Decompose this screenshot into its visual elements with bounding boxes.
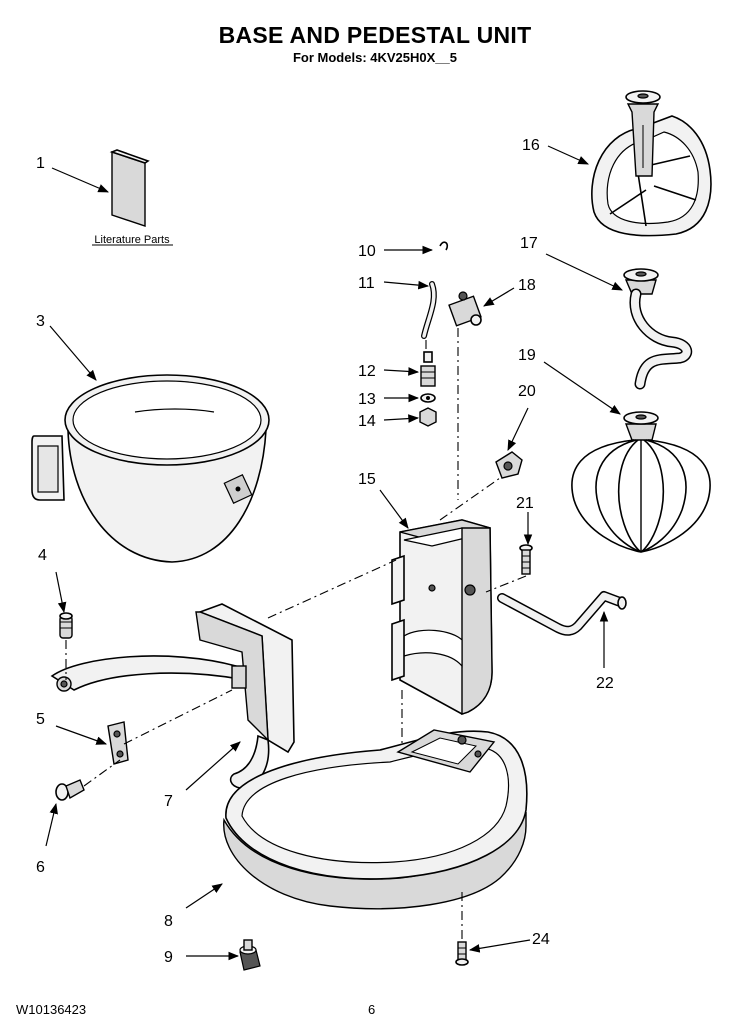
leader-lines (45, 145, 623, 961)
model-subtitle: For Models: 4KV25H0X__5 (292, 50, 457, 65)
hinge-bracket (495, 451, 523, 479)
callout-17: 17 (520, 235, 538, 252)
callout-5: 5 (36, 711, 45, 728)
clamp-screw (55, 779, 85, 801)
callout-14: 14 (358, 413, 376, 430)
callout-3: 3 (36, 313, 45, 330)
callout-20: 20 (518, 383, 536, 400)
wire-whip (571, 411, 711, 553)
callout-18: 18 (518, 277, 536, 294)
pedestal (391, 519, 493, 715)
callout-1: 1 (36, 155, 45, 172)
callout-8: 8 (164, 913, 173, 930)
bowl-cradle (50, 603, 295, 789)
mixing-bowl (31, 374, 270, 563)
clamp-plate (107, 721, 129, 765)
callout-13: 13 (358, 391, 376, 408)
mixer-base (223, 729, 528, 910)
flat-beater (591, 90, 712, 237)
callout-11: 11 (358, 275, 375, 292)
callout-7: 7 (164, 793, 173, 810)
dough-hook (623, 268, 693, 390)
rubber-foot (239, 939, 261, 971)
callout-21: 21 (516, 495, 534, 512)
callout-16: 16 (522, 137, 540, 154)
callout-6: 6 (36, 859, 45, 876)
hinge-pin-stack (419, 241, 482, 500)
cradle-bolt (59, 612, 73, 639)
callout-10: 10 (358, 243, 376, 260)
callout-19: 19 (518, 347, 536, 364)
page-title: BASE AND PEDESTAL UNIT (218, 22, 532, 48)
callout-12: 12 (358, 363, 376, 380)
callout-4: 4 (38, 547, 47, 564)
document-number: W10136423 (16, 1002, 87, 1017)
page-number: 6 (368, 1002, 376, 1017)
callout-9: 9 (164, 949, 173, 966)
literature-parts-label: Literature Parts (94, 234, 170, 246)
callout-numbers: 1 3 4 5 6 7 8 9 10 11 12 13 14 15 16 17 … (36, 137, 614, 966)
alignment-lines (65, 340, 527, 940)
base-screw (455, 941, 469, 966)
callout-15: 15 (358, 471, 376, 488)
callout-22: 22 (596, 675, 614, 692)
literature-booklet (92, 149, 173, 246)
locking-rod (497, 591, 627, 636)
callout-24: 24 (532, 931, 550, 948)
pedestal-screw (519, 544, 533, 575)
